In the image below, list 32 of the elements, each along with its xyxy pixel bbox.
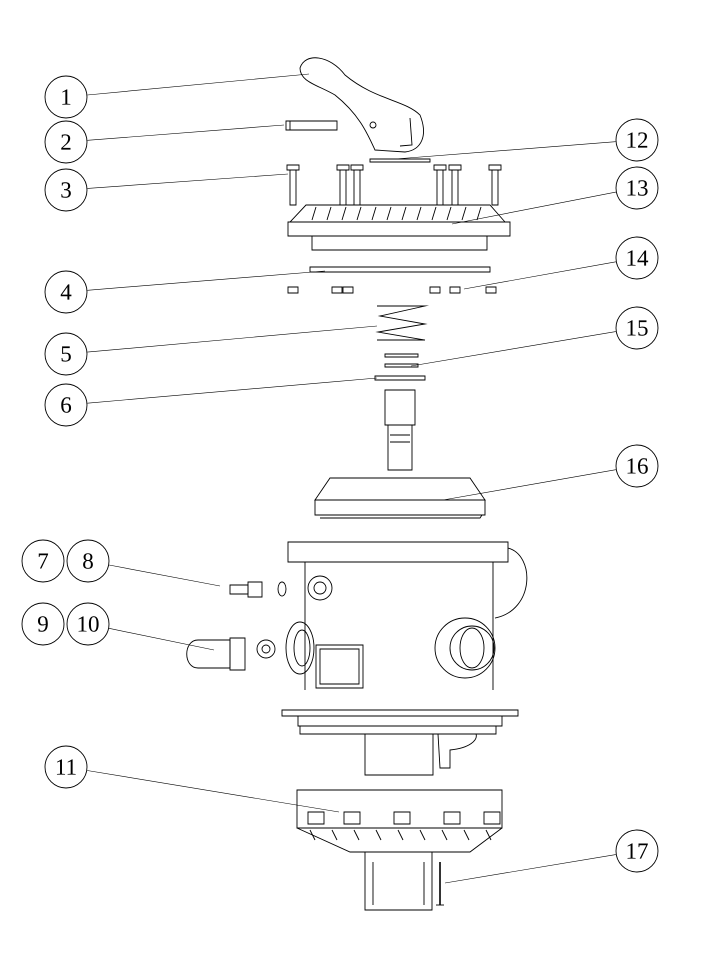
callout-number: 16 bbox=[616, 444, 658, 488]
callout-number: 15 bbox=[616, 306, 658, 350]
callout-number: 1 bbox=[44, 76, 88, 118]
callout-number: 14 bbox=[616, 236, 658, 280]
leader-line bbox=[442, 469, 616, 500]
leader-line bbox=[394, 141, 616, 160]
callout-number: 3 bbox=[44, 168, 88, 212]
leader-line bbox=[87, 326, 378, 352]
leader-line bbox=[87, 124, 284, 141]
leader-line bbox=[87, 74, 310, 96]
leader-line bbox=[87, 174, 288, 189]
leader-line bbox=[464, 262, 616, 290]
leader-line bbox=[108, 628, 214, 650]
callout-number: 2 bbox=[44, 120, 88, 164]
callout-number: 11 bbox=[44, 746, 88, 788]
leader-line bbox=[452, 192, 616, 224]
leader-line bbox=[87, 378, 378, 404]
leader-line bbox=[444, 854, 616, 884]
callout-number: 4 bbox=[44, 270, 88, 314]
callout-number: 5 bbox=[44, 332, 88, 376]
leader-line bbox=[108, 564, 220, 586]
callout-number: 13 bbox=[616, 166, 658, 210]
callout-number: 12 bbox=[616, 118, 658, 162]
callout-number: 6 bbox=[44, 384, 88, 426]
callout-number: 17 bbox=[616, 830, 658, 872]
callout-number: 7 bbox=[22, 540, 64, 582]
callout-number: 9 bbox=[22, 602, 64, 646]
callout-number: 10 bbox=[66, 602, 110, 646]
leader-line bbox=[410, 331, 616, 366]
callout-number: 8 bbox=[66, 540, 110, 582]
leader-line bbox=[86, 770, 340, 812]
leader-line bbox=[87, 270, 326, 291]
